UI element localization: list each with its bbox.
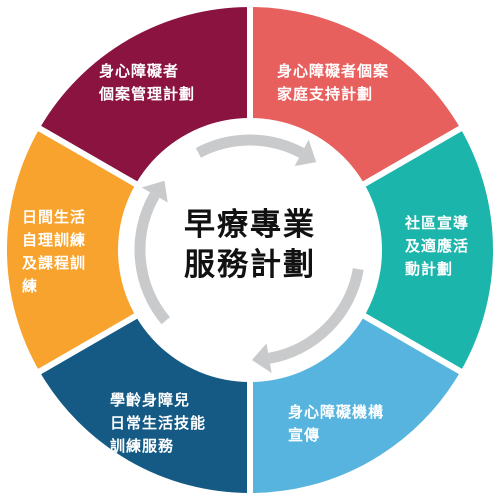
segment-label-school-age-training: 學齡身障兒 日常生活技能 訓練服務 bbox=[110, 391, 207, 455]
center-title: 早療專業 服務計劃 bbox=[184, 207, 316, 283]
cycle-arrows bbox=[134, 134, 364, 374]
cycle-arrow-2 bbox=[268, 268, 364, 364]
segment-label-community-advocacy: 社區宣導 及適應活 動計劃 bbox=[405, 214, 470, 278]
cycle-arrowhead-3 bbox=[141, 180, 168, 203]
cycle-arrow-3 bbox=[134, 192, 170, 325]
segment-label-case-plan: 身心障礙者 個案管理計劃 bbox=[99, 62, 196, 103]
segment-label-agency-promotion: 身心障礙機構 宣傳 bbox=[288, 403, 385, 444]
cycle-arrowhead-1 bbox=[294, 139, 317, 167]
center-circle bbox=[118, 118, 382, 382]
segment-label-day-living-training: 日間生活 自理訓練 及課程訓 練 bbox=[22, 208, 87, 295]
cycle-arrow-1 bbox=[195, 134, 305, 158]
cycle-arrowhead-2 bbox=[251, 343, 272, 374]
segment-label-family-support: 身心障礙者個案 家庭支持計劃 bbox=[277, 62, 390, 103]
